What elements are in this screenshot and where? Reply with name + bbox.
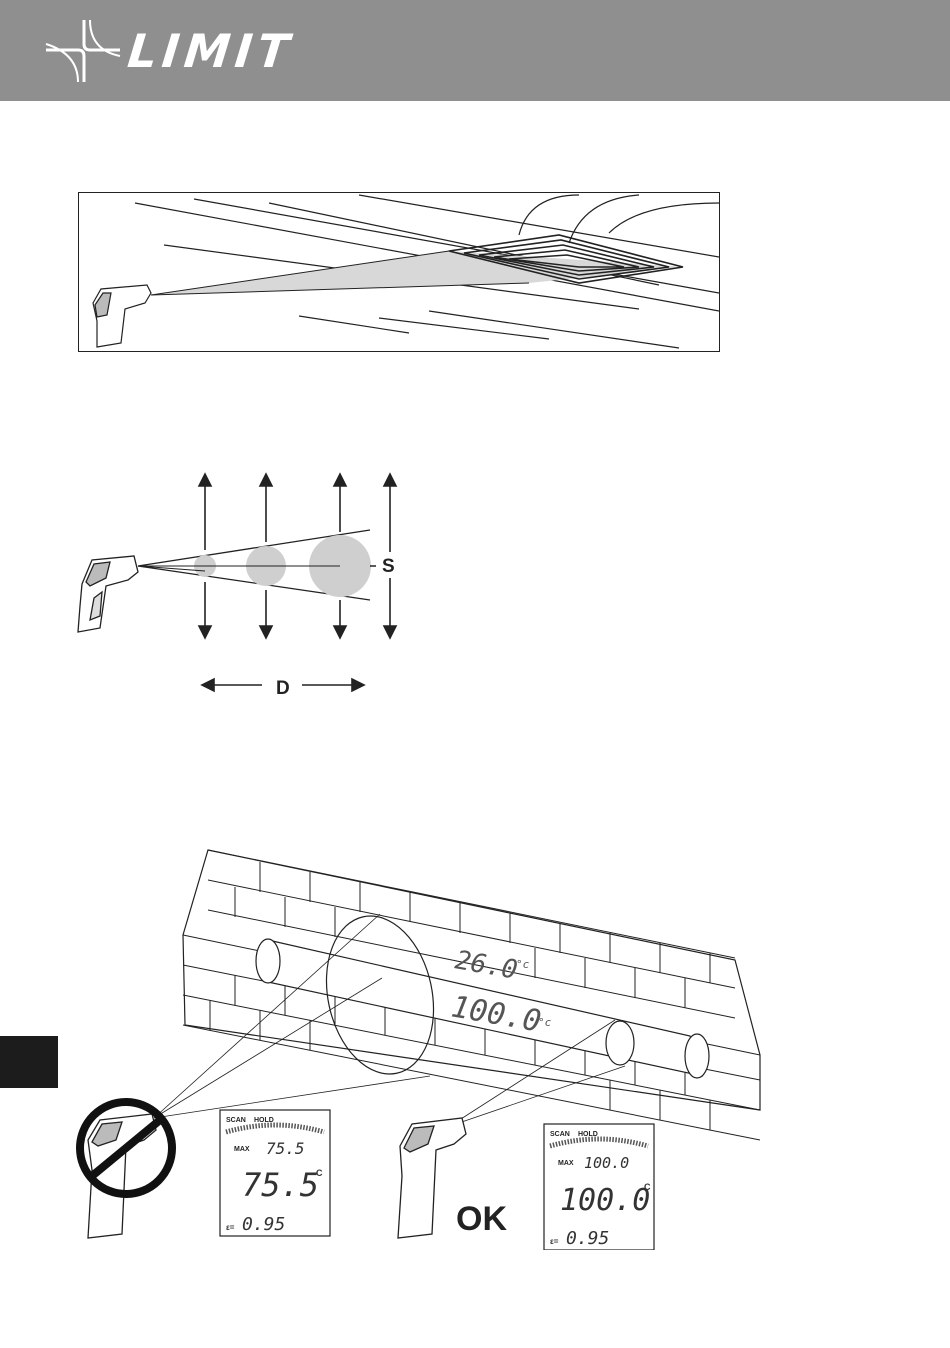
distance-to-spot-diagram: S D — [70, 466, 410, 706]
bad-display-unit: C — [316, 1168, 323, 1178]
ok-display-mode: SCAN — [550, 1131, 570, 1138]
bad-display-max-value: 75.5 — [266, 1139, 305, 1158]
bad-display-main-value: 75.5 — [242, 1166, 319, 1204]
distance-to-spot-drawing: S D — [70, 466, 410, 706]
brand-name: LIMIT — [126, 28, 297, 74]
ok-display-max-value: 100.0 — [584, 1154, 629, 1172]
ok-display-emissivity-value: 0.95 — [566, 1228, 609, 1249]
wall-reading-upper-unit: °c — [516, 958, 530, 971]
ok-display-unit: C — [644, 1182, 651, 1192]
surface-scan-illustration — [78, 192, 720, 352]
ok-display-main-value: 100.0 — [560, 1183, 650, 1218]
ok-display-panel: SCAN HOLD MAX 100.0 100.0 C ε= 0.95 — [544, 1124, 654, 1250]
bad-display-emissivity-value: 0.95 — [242, 1214, 285, 1235]
distance-label: D — [276, 678, 290, 699]
bad-display-panel: SCAN HOLD MAX 75.5 75.5 C ε= 0.95 — [220, 1110, 330, 1236]
section-tab-marker — [0, 1036, 58, 1088]
wall-pipe-drawing: 26.0 100.0 °c °c SCAN HOLD MAX 75.5 75.5… — [70, 840, 770, 1250]
thermometer-icon — [78, 556, 138, 632]
ok-display-max-label: MAX — [558, 1160, 574, 1167]
bad-display-emissivity-label: ε= — [226, 1223, 235, 1232]
bad-display-max-label: MAX — [234, 1146, 250, 1153]
page-header: LIMIT — [0, 0, 950, 101]
ok-label: OK — [456, 1200, 507, 1238]
wall-pipe-measurement-illustration: 26.0 100.0 °c °c SCAN HOLD MAX 75.5 75.5… — [70, 840, 770, 1250]
ok-display-emissivity-label: ε= — [550, 1237, 559, 1246]
spot-size-label: S — [382, 556, 395, 577]
bad-display-mode: SCAN — [226, 1117, 246, 1124]
wall-reading-lower-unit: °c — [538, 1016, 552, 1029]
thermometer-icon — [93, 285, 151, 347]
surface-scan-drawing — [79, 193, 719, 351]
